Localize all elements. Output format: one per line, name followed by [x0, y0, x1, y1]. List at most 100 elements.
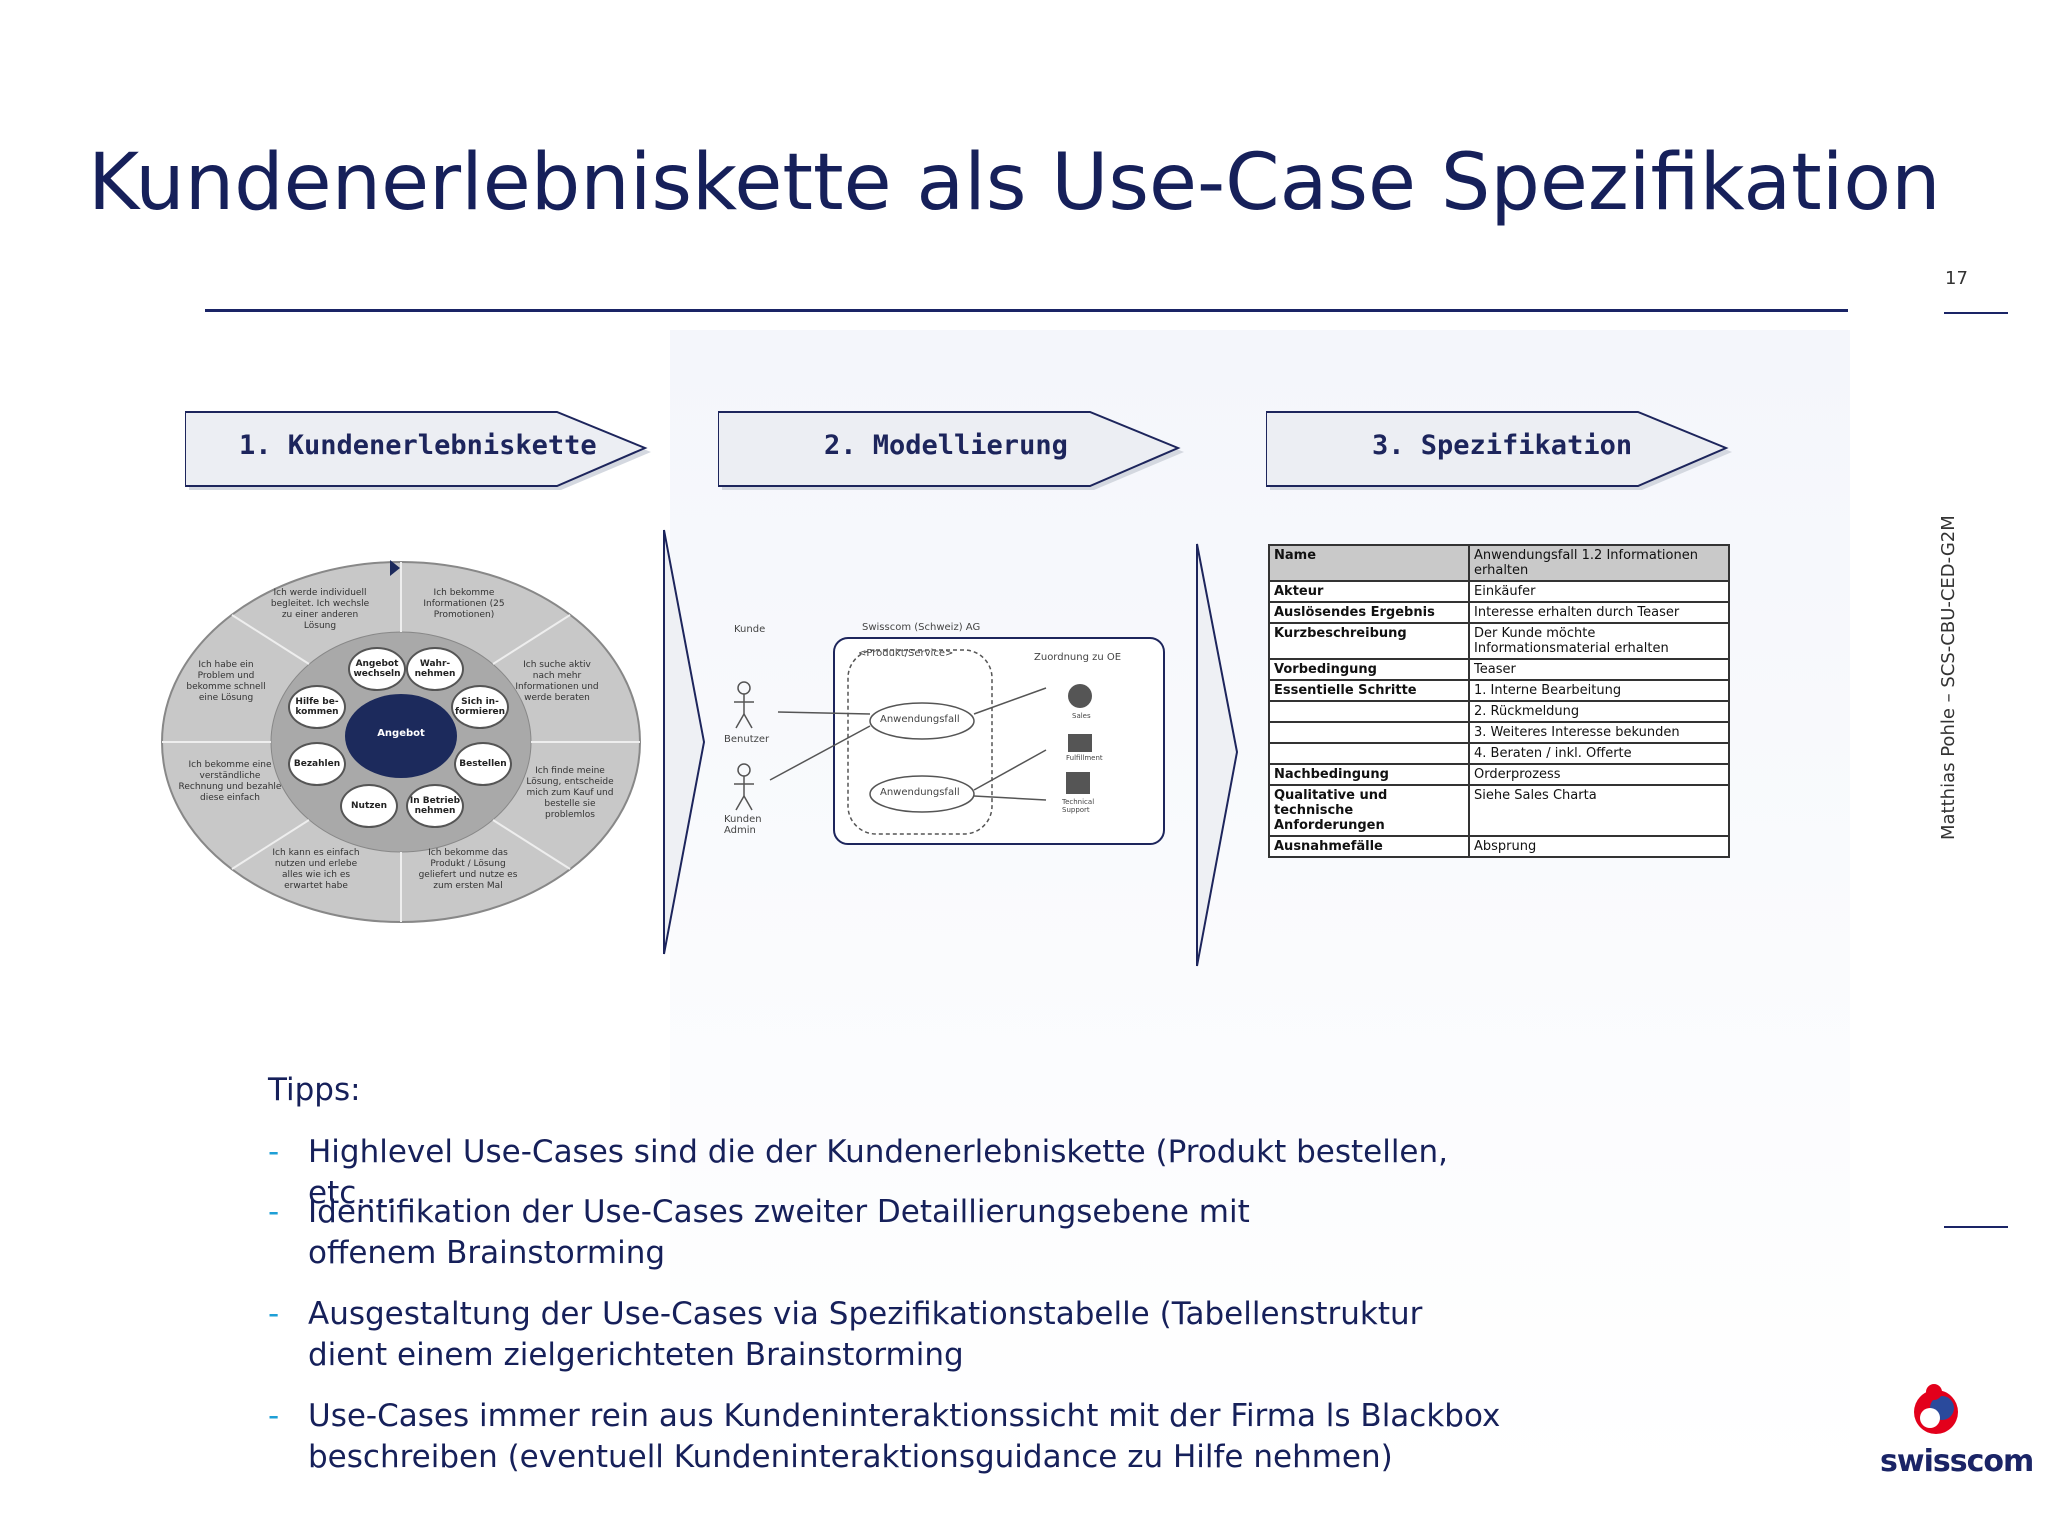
journey-step-text-5: Ich bekomme das Produkt / Lösung geliefe…: [418, 848, 518, 891]
node-bestellen: Bestellen: [454, 742, 512, 786]
journey-step-text-7: Ich bekomme eine verständliche Rechnung …: [178, 760, 282, 803]
bullet-dash: -: [268, 1398, 280, 1434]
journey-step-text-8: Ich habe ein Problem und bekomme schnell…: [186, 660, 266, 703]
spec-key: [1268, 721, 1470, 744]
spec-key: Name: [1268, 544, 1470, 582]
spec-key: [1268, 700, 1470, 723]
author-label: Matthias Pohle – SCS-CBU-CED-G2M: [1938, 515, 1959, 840]
node-in-betrieb-nehmen: In Betrieb nehmen: [406, 784, 464, 828]
spec-key: Ausnahmefälle: [1268, 835, 1470, 858]
step-number: 4.: [1474, 746, 1487, 761]
bullet-dash: -: [268, 1296, 280, 1332]
table-row: 4. Beraten / inkl. Offerte: [1268, 742, 1730, 765]
step-banner-1: 1. Kundenerlebniskette: [185, 410, 655, 492]
node-nutzen: Nutzen: [340, 784, 398, 828]
side-divider-top: [1944, 312, 2008, 314]
actor-heading: Kunde: [734, 624, 766, 635]
use-case-model: Kunde Swisscom (Schweiz) AG <Produkt/Ser…: [710, 600, 1190, 870]
center-label: Angebot: [377, 728, 425, 739]
oe-label: Zuordnung zu OE: [1034, 652, 1122, 663]
separator-chevron-1: [663, 529, 706, 955]
node-bezahlen: Bezahlen: [288, 742, 346, 786]
usecase-1: Anwendungsfall: [880, 714, 960, 725]
bullet-dash: -: [268, 1134, 280, 1170]
step-text: Interne Bearbeitung: [1490, 683, 1622, 698]
journey-step-text-2: Ich bekomme Informationen (25 Promotione…: [423, 588, 505, 620]
node-sich-informieren: Sich in-formieren: [451, 685, 509, 729]
title-divider: [205, 309, 1848, 312]
tip-text: Identifikation der Use-Cases zweiter Det…: [308, 1194, 1250, 1271]
spec-value: Anwendungsfall 1.2 Informationen erhalte…: [1468, 544, 1730, 582]
spec-key: Essentielle Schritte: [1268, 679, 1470, 702]
background-gradient: [670, 330, 1850, 1480]
step-number: 3.: [1474, 725, 1487, 740]
node-wahrnehmen: Wahr-nehmen: [406, 647, 464, 691]
table-row: 2. Rückmeldung: [1268, 700, 1730, 723]
separator-chevron-2: [1196, 543, 1239, 967]
step-banner-3: 3. Spezifikation: [1266, 410, 1736, 492]
tip-item: - Use-Cases immer rein aus Kundeninterak…: [268, 1396, 1508, 1478]
step-number: 2.: [1474, 704, 1487, 719]
spec-value: Orderprozess: [1468, 763, 1730, 786]
tip-item: - Highlevel Use-Cases sind die der Kunde…: [268, 1132, 1528, 1214]
tip-text: Ausgestaltung der Use-Cases via Spezifik…: [308, 1296, 1423, 1373]
journey-step-text-1: Ich werde individuell begleitet. Ich wec…: [270, 588, 370, 631]
journey-step-text-6: Ich kann es einfach nutzen und erlebe al…: [272, 848, 360, 891]
step-text: Rückmeldung: [1490, 704, 1580, 719]
actor-benutzer: Benutzer: [724, 734, 770, 745]
circle-shapes: [161, 560, 641, 923]
customer-journey-circle: Ich werde individuell begleitet. Ich wec…: [160, 560, 642, 925]
step-label-3: 3. Spezifikation: [1372, 430, 1633, 461]
page-number: 17: [1945, 268, 1968, 289]
node-hilfe-bekommen: Hilfe be-kommen: [288, 685, 346, 729]
tip-item: - Ausgestaltung der Use-Cases via Spezif…: [268, 1294, 1508, 1376]
banner-arrow-shape: [185, 411, 651, 490]
journey-step-text-4: Ich finde meine Lösung, entscheide mich …: [526, 766, 614, 820]
spec-value: 2. Rückmeldung: [1468, 700, 1730, 723]
table-row: 3. Weiteres Interesse bekunden: [1268, 721, 1730, 744]
spec-key: Akteur: [1268, 580, 1470, 603]
model-shapes: [734, 637, 1165, 845]
spec-value: Absprung: [1468, 835, 1730, 858]
tips-heading: Tipps:: [268, 1072, 361, 1108]
journey-step-text-3: Ich suche aktiv nach mehr Informationen …: [515, 660, 599, 703]
usecase-2: Anwendungsfall: [880, 787, 960, 798]
swisscom-logo-icon: [1914, 1384, 1958, 1434]
spec-key: Nachbedingung: [1268, 763, 1470, 786]
oe-fulfillment: Fulfillment: [1066, 754, 1103, 762]
system-label: Swisscom (Schweiz) AG: [862, 622, 981, 633]
slide-title: Kundenerlebniskette als Use-Case Spezifi…: [88, 138, 1941, 228]
step-label-2: 2. Modellierung: [824, 430, 1068, 461]
spec-value: Teaser: [1468, 658, 1730, 681]
spec-key: Vorbedingung: [1268, 658, 1470, 681]
step-label-1: 1. Kundenerlebniskette: [239, 430, 597, 461]
oe-technical-support: Technical Support: [1062, 798, 1095, 814]
step-number: 1.: [1474, 683, 1487, 698]
actor-kunden-admin: Kunden Admin: [724, 814, 762, 836]
spec-key: Kurzbeschreibung: [1268, 622, 1470, 660]
logo-wordmark: swisscom: [1880, 1444, 2034, 1479]
step-text: Weiteres Interesse bekunden: [1490, 725, 1680, 740]
spec-value: Einkäufer: [1468, 580, 1730, 603]
spec-key: Qualitative und technische Anforderungen: [1268, 784, 1470, 837]
step-text: Beraten / inkl. Offerte: [1490, 746, 1632, 761]
tip-text: Use-Cases immer rein aus Kundeninterakti…: [308, 1398, 1501, 1475]
spec-value: 4. Beraten / inkl. Offerte: [1468, 742, 1730, 765]
tip-item: - Identifikation der Use-Cases zweiter D…: [268, 1192, 1368, 1274]
spec-key: Auslösendes Ergebnis: [1268, 601, 1470, 624]
spec-value: 1. Interne Bearbeitung: [1468, 679, 1730, 702]
oe-sales: Sales: [1072, 712, 1091, 720]
banner-arrow-shape: [1266, 411, 1732, 490]
side-divider-bottom: [1944, 1226, 2008, 1228]
spec-value: Interesse erhalten durch Teaser: [1468, 601, 1730, 624]
tip-text: Highlevel Use-Cases sind die der Kundene…: [308, 1134, 1449, 1211]
spec-value: Der Kunde möchte Informationsmaterial er…: [1468, 622, 1730, 660]
step-banner-2: 2. Modellierung: [718, 410, 1188, 492]
spec-key: [1268, 742, 1470, 765]
